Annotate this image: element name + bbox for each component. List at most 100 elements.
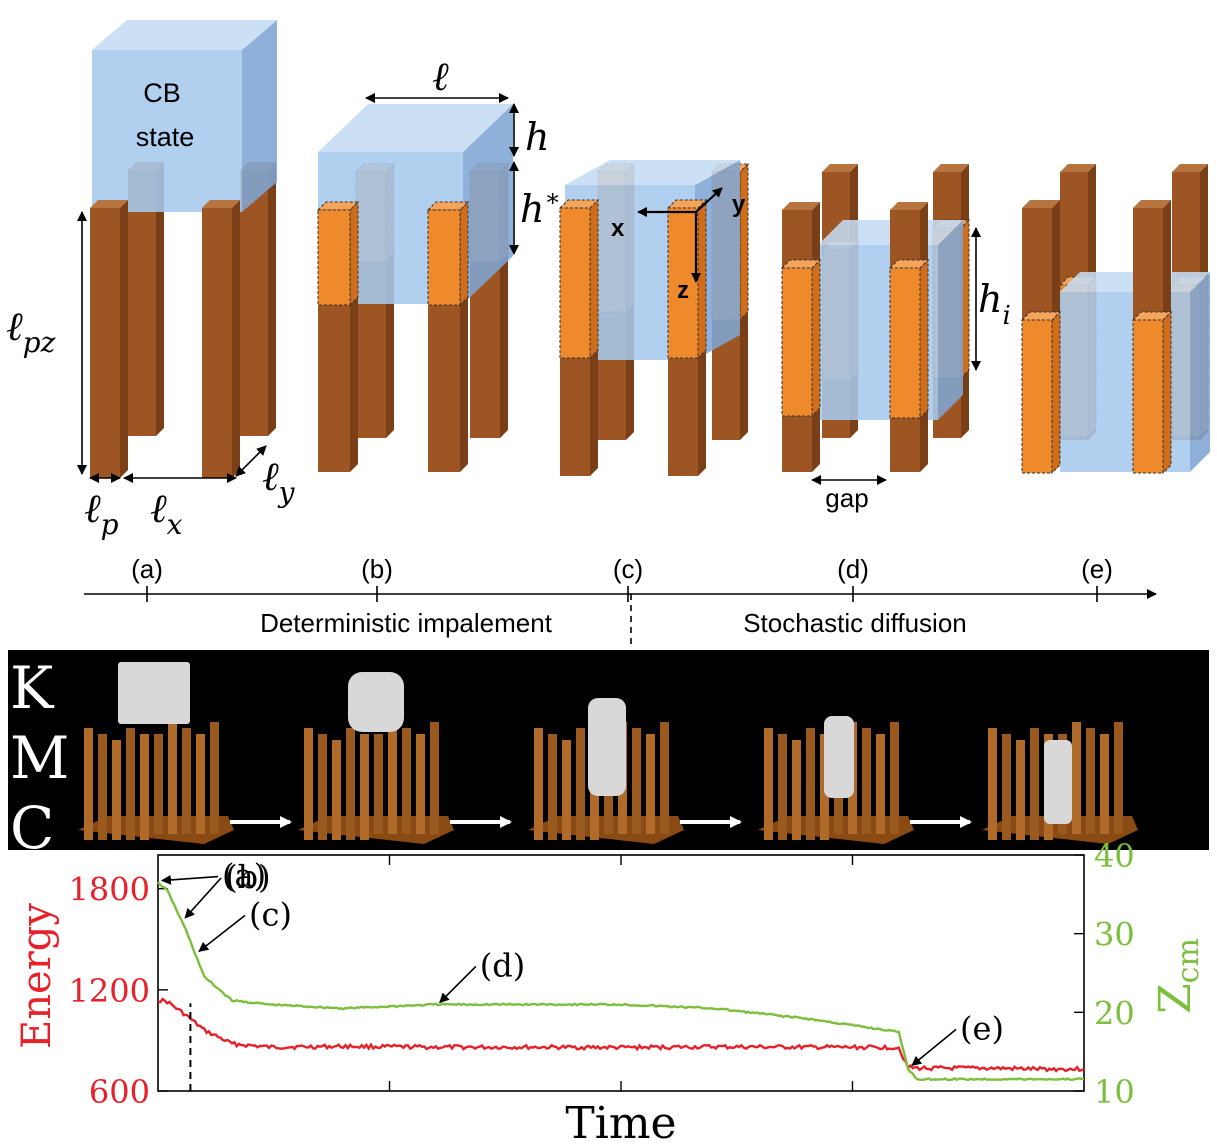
panel-a-front-pillar-1 [202, 200, 240, 478]
label-l-pz: ℓpz [6, 304, 56, 359]
coord-y-label: y [732, 191, 746, 218]
kmc-liquid-droplet [1044, 740, 1072, 824]
kmc-pillar [660, 722, 669, 834]
timeline-stage-label: (e) [1081, 554, 1113, 584]
panel-d-front-wet-1-side [919, 258, 929, 420]
panel-e-front-wet-1-side [1162, 310, 1172, 475]
panel-a-back-pillar-1-front [240, 170, 268, 436]
plot-frame [157, 854, 1085, 1092]
schematic-panel-c [558, 160, 750, 476]
y-right-tick-label: 30 [1094, 916, 1135, 954]
kmc-pillar [1086, 728, 1095, 834]
schematic-panels [77, 20, 1210, 485]
kmc-strip: K M C [8, 650, 1209, 862]
schematic-panel-e [1020, 164, 1210, 475]
kmc-snapshot-0 [78, 662, 234, 844]
panel-e-back-pillar-0-top [1060, 164, 1096, 172]
coord-z-label: z [677, 277, 689, 304]
dim-l-y-arrow [235, 445, 267, 477]
timeline-stage-label: (a) [131, 554, 163, 584]
kmc-pillar [332, 740, 341, 840]
label-h-i: hi [978, 277, 1011, 331]
kmc-pillar [1016, 740, 1025, 840]
kmc-snapshot-2 [528, 698, 684, 844]
panel-a-front-pillar-0-top [90, 200, 128, 208]
kmc-snapshots [78, 662, 1138, 844]
panel-a-back-pillar-1 [240, 162, 276, 436]
y-right-axis-label: Zcm [1150, 938, 1206, 1014]
kmc-pillar [304, 728, 313, 840]
panel-a-liquid-front [92, 50, 242, 212]
panel-e-liquid-side [1190, 272, 1210, 472]
panel-c-front-wet-0-side [589, 198, 599, 360]
annotation-label: (e) [960, 1009, 1004, 1047]
kmc-pillar [1002, 734, 1011, 840]
annotation-arrow [911, 1028, 957, 1067]
kmc-snapshot-4 [982, 722, 1138, 844]
annotation-label: (a) [222, 857, 266, 895]
panel-d-front-wet-0-front [781, 267, 813, 417]
kmc-pillar [1114, 722, 1123, 834]
panel-b-front-wet-1-side [459, 200, 469, 307]
kmc-pillar [374, 734, 383, 834]
panel-b-front-wet-0-front [317, 209, 351, 306]
kmc-pillar [778, 734, 787, 840]
kmc-letter-m: M [10, 724, 69, 792]
cb-state-label-line1: CB [143, 78, 181, 108]
y-right-tick-label: 10 [1094, 1073, 1135, 1111]
panel-b-liquid-top [318, 104, 513, 152]
timeline-stage-label: (d) [837, 554, 869, 584]
schematic-panel-b [316, 104, 513, 472]
chart-annotations: (a)(b)(c) (d) (e) [161, 857, 1004, 1067]
panel-a-front-pillar-0-side [120, 200, 128, 478]
panel-e-front-wet-0 [1020, 310, 1062, 475]
dimension-arrows [77, 93, 981, 485]
y-right-tick-label: 40 [1094, 837, 1135, 875]
coord-y-arrow [695, 187, 723, 213]
annotation-arrow [198, 914, 246, 952]
panel-c-front-wet-1-side [697, 198, 707, 360]
kmc-liquid-droplet [588, 698, 626, 796]
annotation-label: (b) [225, 858, 270, 896]
phase-right-label: Stochastic diffusion [743, 608, 967, 638]
annotation-label: (c) [249, 895, 292, 933]
panel-c-front-wet-1 [666, 198, 708, 360]
panel-d-front-wet-1 [888, 258, 930, 420]
panel-a-back-pillar-0 [128, 162, 164, 436]
panel-c-back-wet-1-side [739, 162, 749, 322]
kmc-pillar [562, 740, 571, 840]
kmc-pillar [988, 728, 997, 840]
kmc-pillar [154, 734, 163, 834]
panel-e-front-wet-0-front [1021, 319, 1053, 474]
kmc-pillar [806, 728, 815, 840]
panel-e-front-wet-1 [1131, 310, 1173, 475]
panel-a-front-pillar-0 [90, 200, 128, 478]
panel-d-back-pillar-1-top [933, 164, 969, 172]
kmc-pillar [1100, 734, 1109, 834]
kmc-pillar [646, 734, 655, 834]
kmc-letter-c: C [10, 794, 54, 862]
annotation-arrow [161, 874, 219, 885]
y-left-axis-label: Energy [14, 903, 60, 1049]
schematic-panel-a [90, 20, 277, 478]
coord-x-label: x [611, 215, 625, 242]
kmc-liquid-droplet [824, 716, 854, 798]
annotation-label: (d) [480, 946, 525, 984]
panel-b-front-wet-0 [316, 200, 360, 307]
panel-e-front-wet-1-front [1132, 319, 1164, 474]
panel-a-front-pillar-1-side [232, 200, 240, 478]
y-right-label-sub: cm [1171, 938, 1206, 983]
panel-e-back-pillar-1-top [1172, 164, 1208, 172]
y-right-tick-label: 20 [1094, 994, 1135, 1032]
kmc-pillar [792, 740, 801, 840]
kmc-pillar [168, 722, 177, 834]
kmc-pillar [534, 728, 543, 840]
panel-a-liquid-side [242, 20, 277, 212]
kmc-pillar [416, 734, 425, 834]
panel-b-front-wet-1-front [427, 209, 461, 306]
coordinate-axes [637, 187, 723, 283]
panel-a-back-pillar-0-side [156, 162, 164, 436]
kmc-snapshot-1 [298, 672, 454, 844]
